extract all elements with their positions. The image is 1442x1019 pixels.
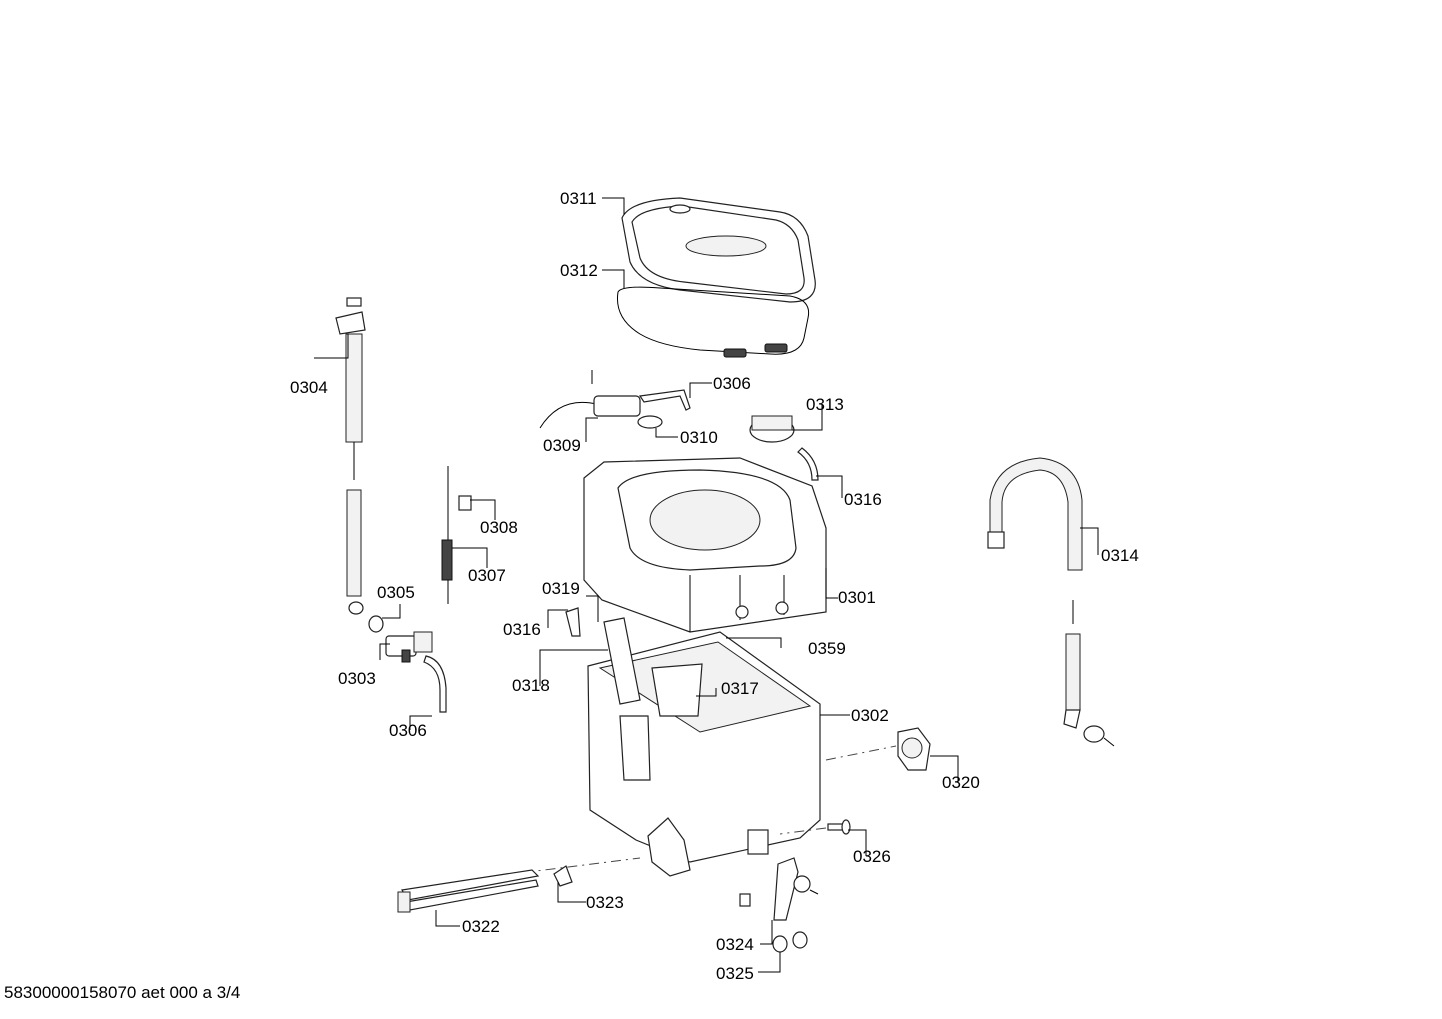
valve-drawing — [385, 631, 433, 663]
hose-drawing-lower — [423, 655, 447, 713]
support-lever-drawing — [739, 857, 819, 921]
label-0308: 0308 — [480, 518, 518, 537]
gasket-drawing — [616, 286, 810, 358]
fill-pipe-drawing — [335, 297, 366, 615]
seal-ring-drawing — [368, 615, 384, 633]
spring-rod-drawing — [441, 466, 453, 604]
label-0323: 0323 — [586, 893, 624, 912]
label-0302: 0302 — [851, 706, 889, 725]
label-0322: 0322 — [462, 917, 500, 936]
label-0301: 0301 — [838, 588, 876, 607]
label-0303: 0303 — [338, 669, 376, 688]
label-0319: 0319 — [542, 579, 580, 598]
centerline-screw — [779, 827, 827, 835]
label-0304: 0304 — [290, 378, 328, 397]
label-0326: 0326 — [853, 847, 891, 866]
screw-drawing — [827, 819, 851, 835]
centerline-right — [825, 745, 897, 761]
lower-housing-drawing — [587, 617, 821, 877]
leader-lines — [314, 197, 1099, 973]
caps-drawing — [772, 931, 808, 953]
tub-ring-drawing — [621, 197, 816, 303]
label-0311: 0311 — [560, 189, 597, 208]
label-0306-lower: 0306 — [389, 721, 427, 740]
label-0313: 0313 — [806, 395, 844, 414]
label-0306-upper: 0306 — [713, 374, 751, 393]
label-0324: 0324 — [716, 935, 754, 954]
drain-hose-drawing — [987, 457, 1115, 747]
small-hose-drawing-lower — [565, 607, 581, 637]
drain-pump-drawing — [897, 727, 931, 771]
label-0316-lower: 0316 — [503, 620, 541, 639]
part-labels: 0311 0312 0304 0306 0313 0309 0310 0316 … — [290, 189, 1139, 983]
inlet-assembly-drawing — [539, 370, 691, 429]
label-0317: 0317 — [721, 679, 759, 698]
label-0305: 0305 — [377, 583, 415, 602]
label-0314: 0314 — [1101, 546, 1139, 565]
label-0320: 0320 — [942, 773, 980, 792]
clip-drawing — [458, 495, 472, 511]
pressure-switch-drawing — [749, 415, 795, 443]
outer-tub-drawing — [583, 457, 827, 633]
label-0310: 0310 — [680, 428, 718, 447]
label-0312: 0312 — [560, 261, 598, 280]
label-0307: 0307 — [468, 566, 506, 585]
heater-bracket-drawing — [553, 865, 573, 887]
label-0309: 0309 — [543, 436, 581, 455]
drawing-number-footer: 58300000158070 aet 000 a 3/4 — [4, 983, 240, 1002]
label-0316-upper: 0316 — [844, 490, 882, 509]
label-0359: 0359 — [808, 639, 846, 658]
heater-element-drawing — [397, 869, 540, 913]
small-hose-drawing-upper — [797, 447, 819, 481]
label-0325: 0325 — [716, 964, 754, 983]
label-0318: 0318 — [512, 676, 550, 695]
